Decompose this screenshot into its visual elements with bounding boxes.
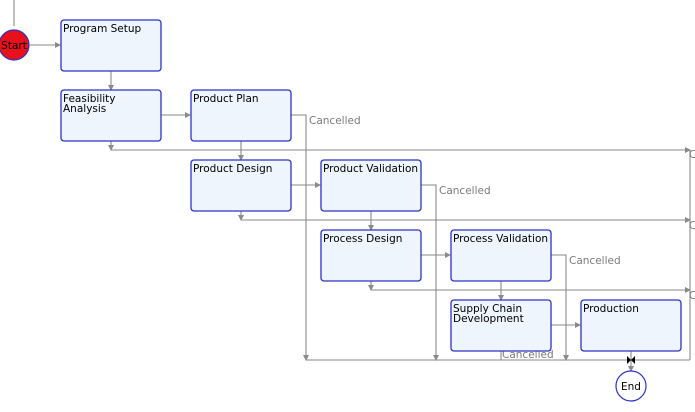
nodes: Program Setup Feasibility Analysis Produ… [60,19,682,352]
node-label: Program Setup [63,23,142,35]
node-program-setup[interactable]: Program Setup [60,19,162,72]
cancelled-label: Cancelled [309,115,361,127]
edge-procvalid-cancelled [551,254,569,361]
cancelled-label: Cancelled [569,255,621,267]
node-product-design[interactable]: Product Design [190,159,292,212]
node-supply-chain-development[interactable]: Supply Chain Development [450,299,552,352]
node-label: Process Design [323,233,402,245]
cancelled-label: Cancelled [439,185,491,197]
node-label: Product Design [193,163,272,175]
node-label: Process Validation [453,233,548,245]
node-label: Product Plan [193,93,259,105]
node-feasibility-analysis[interactable]: Feasibility Analysis [60,89,162,142]
cut-off-label: C [689,149,695,161]
node-label: Analysis [63,103,106,115]
node-process-validation[interactable]: Process Validation [450,229,552,282]
join-marker-icon [627,356,635,364]
end-label: End [621,381,641,393]
cut-off-label: C [689,290,695,302]
start-label: Start [1,40,27,52]
edge-plan-cancelled [291,114,309,361]
node-process-design[interactable]: Process Design [320,229,422,282]
cancelled-label: Cancelled [502,349,554,361]
node-label: Product Validation [323,163,418,175]
edge-pvalid-cancelled [421,184,439,361]
cut-off-label: C [689,220,695,232]
node-product-plan[interactable]: Product Plan [190,89,292,142]
node-label: Supply Chain [453,303,522,315]
edge-labels: Cancelled Cancelled Cancelled Cancelled … [309,115,695,361]
node-product-validation[interactable]: Product Validation [320,159,422,212]
node-production[interactable]: Production [580,299,682,352]
end-terminal[interactable]: End [615,370,647,402]
start-terminal[interactable]: Start [0,29,30,61]
node-label: Feasibility [63,93,116,105]
edges [13,0,691,372]
node-label: Development [453,313,524,325]
node-label: Production [583,303,639,315]
